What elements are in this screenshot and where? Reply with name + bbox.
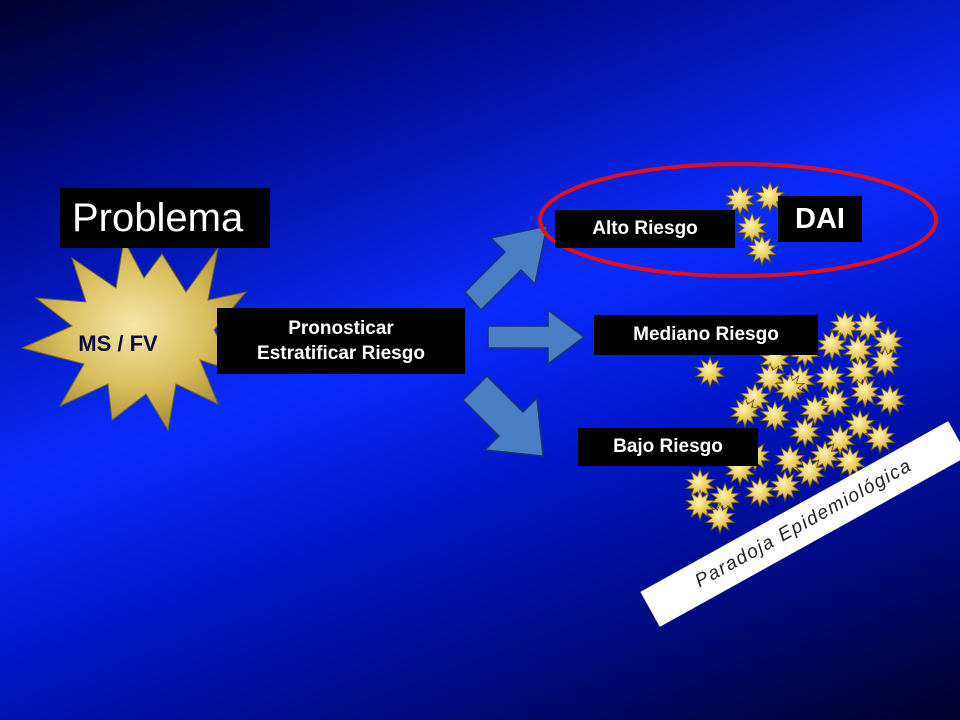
star-icon: [744, 475, 776, 509]
star-icon: [754, 361, 786, 395]
ms-fv-label: MS / FV: [78, 331, 158, 356]
star-icon: [754, 180, 786, 214]
star-icon: [694, 355, 726, 389]
star-icon: [704, 501, 736, 535]
dai-box: DAI: [778, 196, 862, 242]
medium-risk-box: Mediano Riesgo: [594, 315, 818, 355]
star-icon: [794, 455, 826, 489]
medium-risk-text: Mediano Riesgo: [633, 324, 779, 345]
star-icon: [684, 488, 716, 522]
arrow-down: [461, 374, 544, 457]
star-icon: [864, 421, 896, 455]
high-risk-ellipse: [538, 162, 938, 278]
high-risk-text: Alto Riesgo: [592, 218, 698, 239]
dai-text: DAI: [795, 202, 845, 235]
star-icon: [869, 345, 901, 379]
star-icon: [849, 375, 881, 409]
star-icon: [874, 383, 906, 417]
star-icon: [789, 415, 821, 449]
star-icon: [814, 361, 846, 395]
star-icon: [759, 399, 791, 433]
star-icon: [774, 371, 806, 405]
star-icon: [746, 233, 778, 267]
process-line-1: Pronosticar: [288, 318, 394, 339]
low-risk-box: Bajo Riesgo: [578, 428, 758, 466]
problema-label: Problema: [60, 188, 270, 248]
star-icon: [829, 309, 861, 343]
arrow-right: [487, 308, 586, 366]
process-line-2: Estratificar Riesgo: [257, 343, 425, 364]
arrow-up: [463, 225, 548, 312]
process-box: Pronosticar Estratificar Riesgo: [217, 308, 465, 374]
star-icon: [844, 408, 876, 442]
problema-text: Problema: [72, 195, 244, 240]
star-icon: [736, 211, 768, 245]
star-icon: [819, 385, 851, 419]
patient-stars: [684, 180, 906, 535]
star-icon: [816, 328, 848, 362]
star-icon: [724, 183, 756, 217]
star-icon: [799, 393, 831, 427]
ms-fv-starburst: [20, 238, 248, 432]
low-risk-text: Bajo Riesgo: [613, 436, 723, 457]
high-risk-box: Alto Riesgo: [555, 210, 735, 248]
star-icon: [769, 469, 801, 503]
star-icon: [852, 309, 884, 343]
star-icon: [729, 395, 761, 429]
